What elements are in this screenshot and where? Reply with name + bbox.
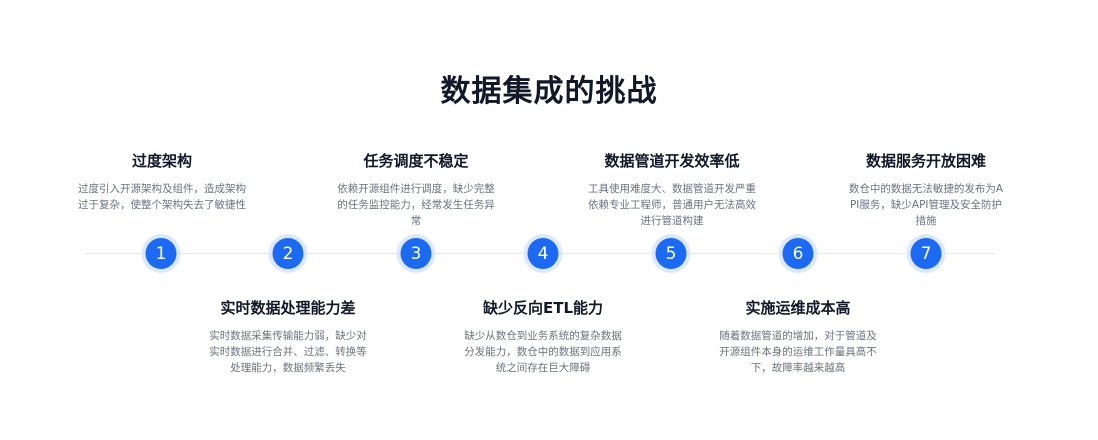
challenge-card-6: 实施运维成本高 随着数据管道的增加，对于管道及开源组件本身的运维工作量具高不下，…	[715, 297, 881, 376]
challenge-card-7: 数据服务开放困难 数仓中的数据无法敏捷的发布为API服务，缺少API管理及安全防…	[847, 150, 1005, 229]
challenge-title: 实施运维成本高	[745, 299, 851, 317]
timeline-node-1: 1	[145, 238, 177, 269]
challenge-description: 工具使用难度大、数据管道开发严重依赖专业工程师，普通用户无法高效进行管道构建	[588, 183, 756, 227]
challenge-card-1: 过度架构 过度引入开源架构及组件，造成架构过于复杂，使整个架构失去了敏捷性	[78, 150, 246, 213]
challenge-title: 数据管道开发效率低	[604, 152, 740, 170]
challenge-title: 数据服务开放困难	[865, 152, 986, 170]
challenge-title: 实时数据处理能力差	[220, 299, 356, 317]
timeline-node-6: 6	[782, 238, 814, 269]
challenge-description: 过度引入开源架构及组件，造成架构过于复杂，使整个架构失去了敏捷性	[78, 183, 246, 211]
challenge-description: 实时数据采集传输能力弱，缺少对实时数据进行合并、过滤、转换等处理能力，数据频繁丢…	[209, 330, 367, 374]
challenge-description: 依赖开源组件进行调度，缺少完整的任务监控能力，经常发生任务异常	[337, 183, 495, 227]
challenge-description: 随着数据管道的增加，对于管道及开源组件本身的运维工作量具高不下，故障率越来越高	[719, 330, 877, 374]
timeline-node-4: 4	[527, 238, 559, 269]
page-title: 数据集成的挑战	[440, 74, 658, 109]
challenge-card-5: 数据管道开发效率低 工具使用难度大、数据管道开发严重依赖专业工程师，普通用户无法…	[588, 150, 756, 229]
challenge-card-2: 实时数据处理能力差 实时数据采集传输能力弱，缺少对实时数据进行合并、过滤、转换等…	[206, 297, 371, 376]
timeline-node-3: 3	[400, 238, 432, 269]
challenge-card-3: 任务调度不稳定 依赖开源组件进行调度，缺少完整的任务监控能力，经常发生任务异常	[336, 150, 496, 229]
challenge-description: 数仓中的数据无法敏捷的发布为API服务，缺少API管理及安全防护措施	[848, 183, 1004, 227]
timeline-node-5: 5	[655, 238, 687, 269]
challenge-title: 过度架构	[131, 152, 192, 170]
challenge-description: 缺少从数仓到业务系统的复杂数据分发能力，数仓中的数据到应用系统之间存在巨大障碍	[464, 330, 622, 374]
challenge-title: 任务调度不稳定	[363, 152, 469, 170]
challenge-title: 缺少反向ETL能力	[482, 299, 604, 317]
timeline-node-2: 2	[272, 238, 304, 269]
challenge-card-4: 缺少反向ETL能力 缺少从数仓到业务系统的复杂数据分发能力，数仓中的数据到应用系…	[461, 297, 625, 376]
timeline-node-7: 7	[910, 238, 942, 269]
